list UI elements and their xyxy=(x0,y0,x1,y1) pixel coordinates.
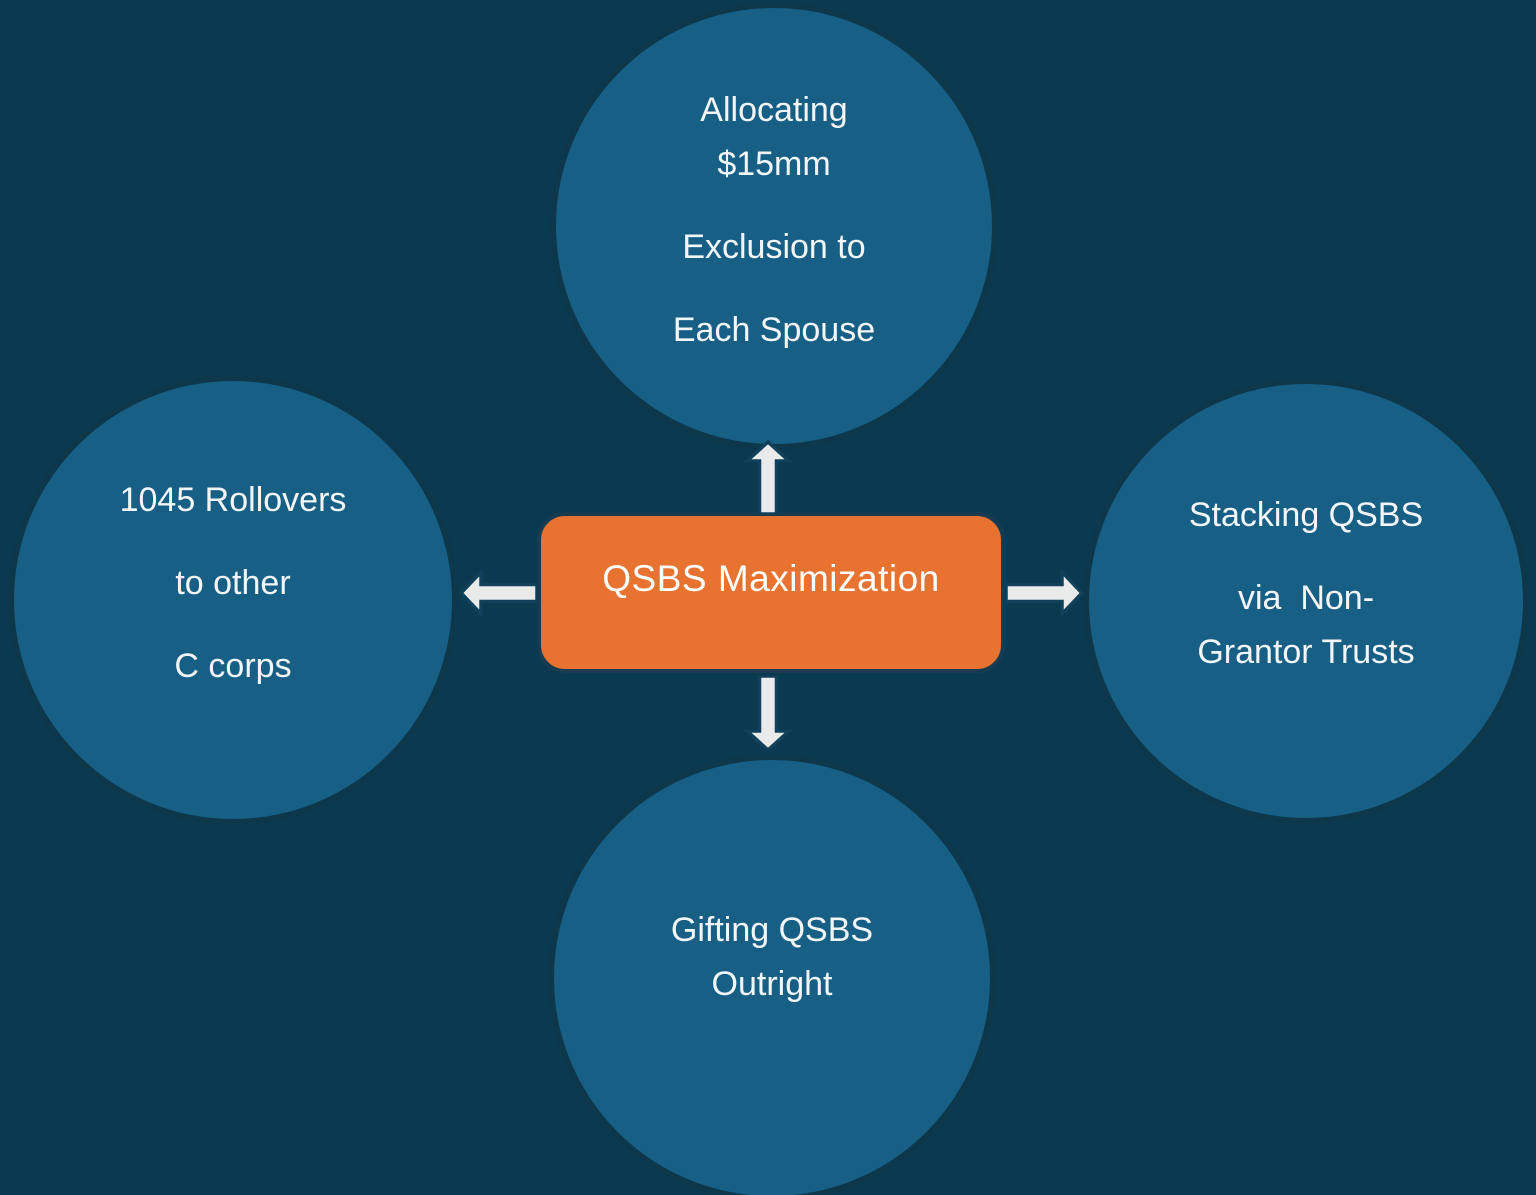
node-label-line: 1045 Rollovers xyxy=(119,481,347,519)
node-label-line: Exclusion to xyxy=(682,228,866,266)
node-gifting-qsbs: Gifting QSBS Outright xyxy=(548,754,996,1195)
node-label-line: via Non- xyxy=(1237,578,1375,617)
node-label-line: Stacking QSBS xyxy=(1188,495,1424,534)
arrow-up-icon xyxy=(744,440,792,514)
arrow-right-icon xyxy=(1006,569,1084,617)
arrow-down-icon xyxy=(744,676,792,752)
node-label-line: Outright xyxy=(711,965,833,1003)
node-label-line: Each Spouse xyxy=(672,311,876,349)
node-label-line: Allocating xyxy=(700,91,848,129)
center-node-label: QSBS Maximization xyxy=(602,557,940,599)
node-label-line: C corps xyxy=(174,647,292,685)
node-label-line: $15mm xyxy=(717,145,831,183)
node-1045-rollovers: 1045 Rollovers to other C corps xyxy=(8,375,458,825)
node-label-line: Grantor Trusts xyxy=(1197,632,1415,671)
node-stacking-qsbs: Stacking QSBS via Non- Grantor Trusts xyxy=(1083,378,1529,824)
center-node-qsbs-maximization: QSBS Maximization xyxy=(537,512,1005,673)
node-allocating-exclusion: Allocating $15mm Exclusion to Each Spous… xyxy=(550,2,998,450)
node-label-line: to other xyxy=(175,564,291,602)
arrow-left-icon xyxy=(459,569,537,617)
node-label-line: Gifting QSBS xyxy=(670,911,874,949)
